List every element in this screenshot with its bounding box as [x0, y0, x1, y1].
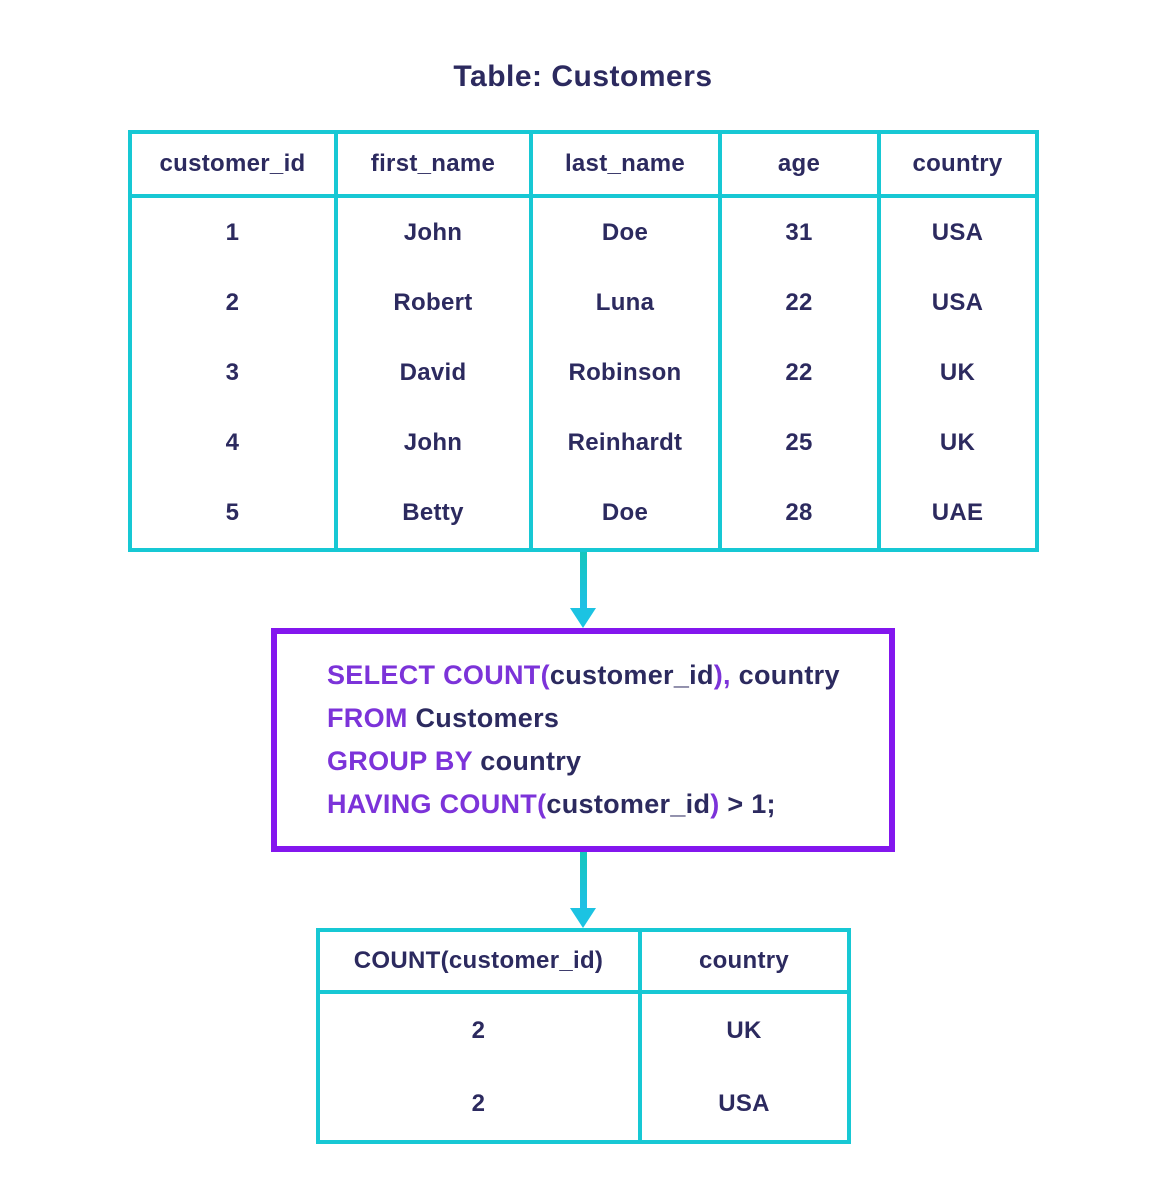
table-cell: UAE	[931, 499, 984, 526]
sql-identifier: country	[730, 660, 840, 690]
table-cell: 25	[722, 408, 881, 478]
header-cell: COUNT(customer_id)	[319, 932, 642, 994]
header-cell: customer_id	[131, 134, 338, 198]
table-cell: Doe	[533, 198, 722, 268]
header-cell: last_name	[532, 134, 722, 198]
arrow-shaft	[579, 852, 587, 908]
sql-keyword: FROM	[327, 703, 416, 733]
table-cell: Betty	[338, 478, 533, 548]
table-cell: 22	[722, 338, 881, 408]
table-cell: 3	[132, 338, 338, 408]
sql-keyword: HAVING COUNT(	[327, 789, 547, 819]
table-cell: 2	[320, 994, 642, 1067]
sql-keyword: ),	[713, 660, 731, 690]
sql-identifier: country	[480, 746, 582, 776]
header-cell: first_name	[337, 134, 533, 198]
table-cell: UK	[939, 429, 976, 456]
table-cell: Doe	[533, 478, 722, 548]
table-cell: 2	[132, 268, 338, 338]
table-cell: USA	[931, 289, 984, 316]
sql-identifier: customer_id	[549, 660, 714, 690]
table-cell: UK	[726, 1016, 762, 1044]
table-cell: 31	[722, 198, 881, 268]
table-cell: UK	[939, 359, 976, 386]
sql-identifier: Customers	[415, 703, 560, 733]
table-cell: Reinhardt	[533, 408, 722, 478]
table-cell: 4	[132, 408, 338, 478]
table-cell: 2	[320, 1067, 642, 1140]
sql-query-line: SELECT COUNT(customer_id), country	[327, 654, 889, 697]
table-cell: USA	[718, 1089, 770, 1117]
table-cell: USA	[931, 219, 984, 246]
sql-query-line: GROUP BY country	[327, 740, 889, 783]
table-cell: Robert	[338, 268, 533, 338]
table-cell: 5	[132, 478, 338, 548]
arrow-head	[570, 608, 596, 628]
table-cell: John	[338, 408, 533, 478]
arrow-down-icon	[570, 552, 596, 628]
sql-keyword: )	[710, 789, 720, 819]
header-cell: country	[641, 932, 847, 994]
header-cell: country	[880, 134, 1035, 198]
table-title: Table: Customers	[453, 60, 713, 93]
arrow-head	[570, 908, 596, 928]
table-cell: 1	[132, 198, 338, 268]
sql-identifier: customer_id	[546, 789, 711, 819]
table-cell: Robinson	[533, 338, 722, 408]
table-cell: John	[338, 198, 533, 268]
table-cell: 22	[722, 268, 881, 338]
sql-keyword: SELECT COUNT(	[327, 660, 550, 690]
table-cell: 28	[722, 478, 881, 548]
sql-keyword: GROUP BY	[327, 746, 481, 776]
header-cell: age	[721, 134, 881, 198]
table-cell: David	[338, 338, 533, 408]
sql-query-line: FROM Customers	[327, 697, 889, 740]
sql-identifier: > 1;	[719, 789, 776, 819]
arrow-down-icon	[570, 852, 596, 928]
arrow-shaft	[579, 552, 587, 608]
sql-query-line: HAVING COUNT(customer_id) > 1;	[327, 783, 889, 826]
table-cell: Luna	[533, 268, 722, 338]
